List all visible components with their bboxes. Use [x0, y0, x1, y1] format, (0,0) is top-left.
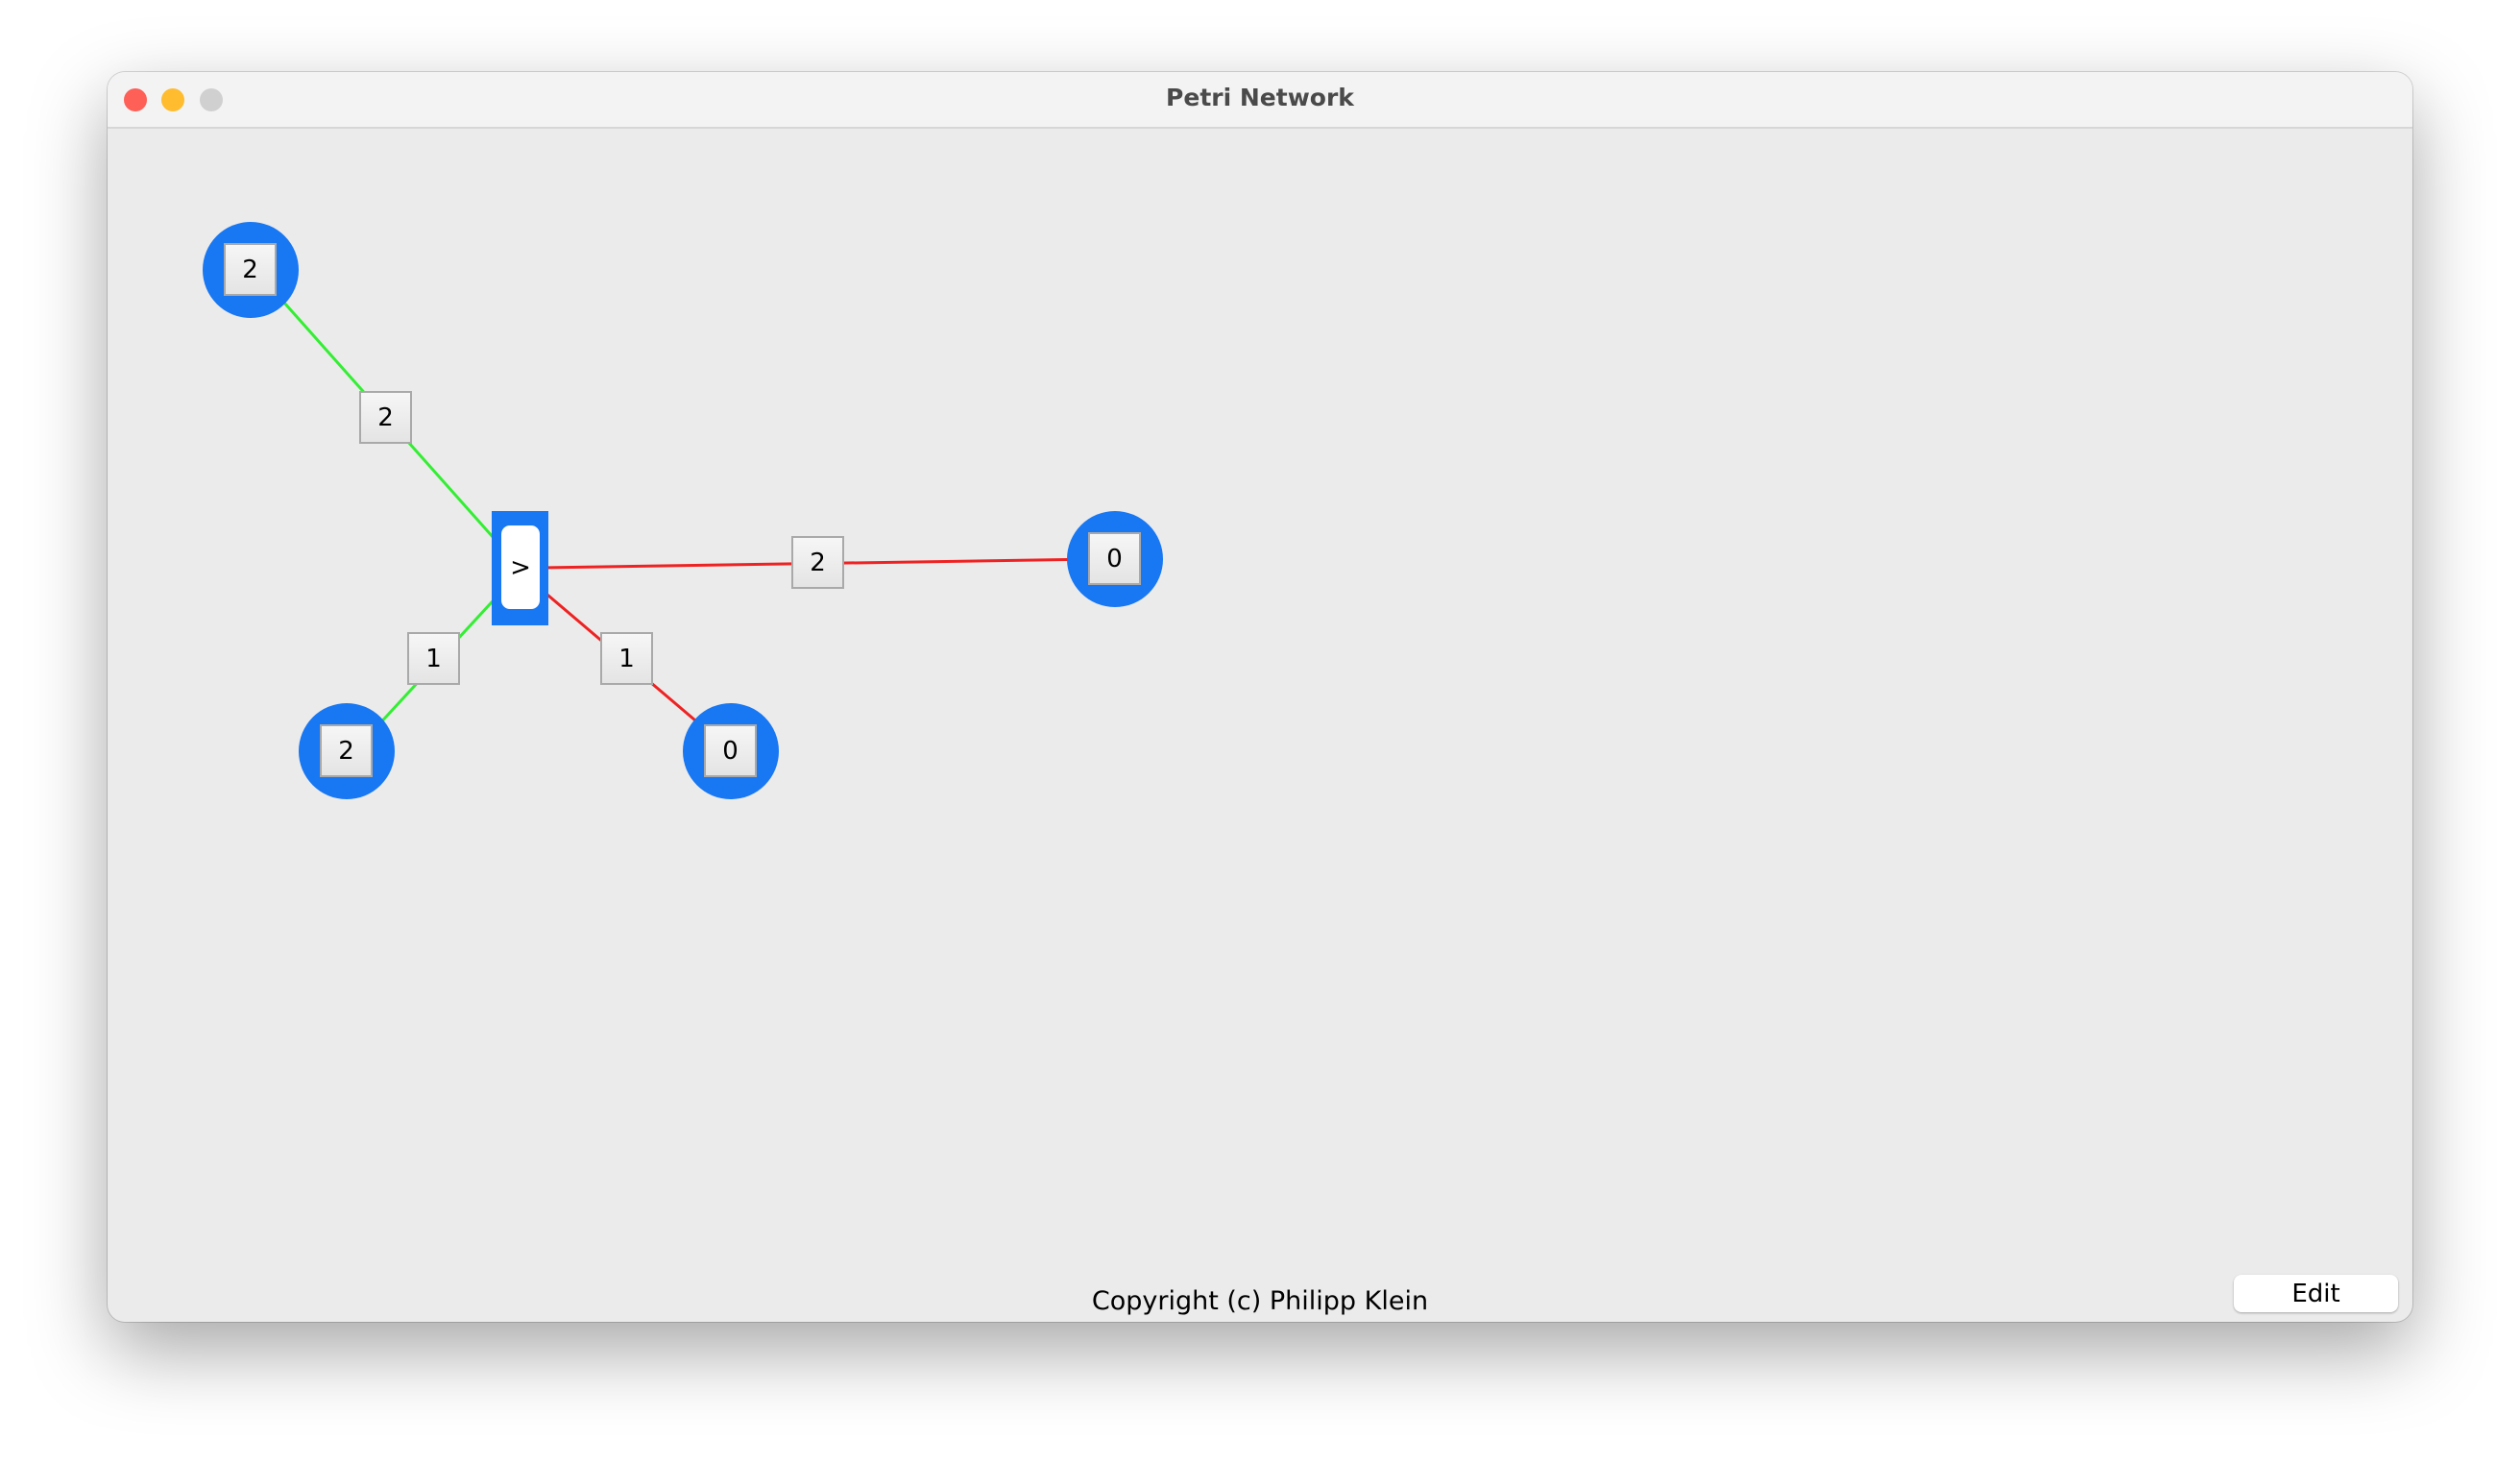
edit-button[interactable]: Edit — [2234, 1275, 2398, 1312]
arc-weight-label[interactable]: 2 — [359, 391, 412, 444]
transition-label: > — [501, 525, 540, 609]
zoom-button[interactable] — [200, 88, 223, 111]
network-canvas — [274, 292, 1098, 733]
place-p2[interactable]: 2 — [299, 703, 395, 799]
token-count: 2 — [320, 724, 373, 777]
app-window: Petri Network 2 2 0 0 > 2 1 1 2 Copyrigh… — [108, 72, 2412, 1322]
title-bar: Petri Network — [108, 72, 2412, 129]
place-p1[interactable]: 2 — [203, 222, 299, 318]
token-count: 0 — [1088, 532, 1141, 585]
close-button[interactable] — [124, 88, 147, 111]
arc-weight-label[interactable]: 1 — [600, 632, 653, 685]
window-title: Petri Network — [1166, 84, 1354, 111]
minimize-button[interactable] — [161, 88, 184, 111]
place-p3[interactable]: 0 — [683, 703, 779, 799]
token-count: 0 — [704, 724, 757, 777]
arc-weight-label[interactable]: 2 — [791, 536, 844, 589]
token-count: 2 — [224, 243, 277, 296]
transition-t1[interactable]: > — [492, 511, 548, 625]
place-p4[interactable]: 0 — [1067, 511, 1163, 607]
arc-weight-label[interactable]: 1 — [407, 632, 460, 685]
copyright-text: Copyright (c) Philipp Klein — [1091, 1286, 1429, 1316]
